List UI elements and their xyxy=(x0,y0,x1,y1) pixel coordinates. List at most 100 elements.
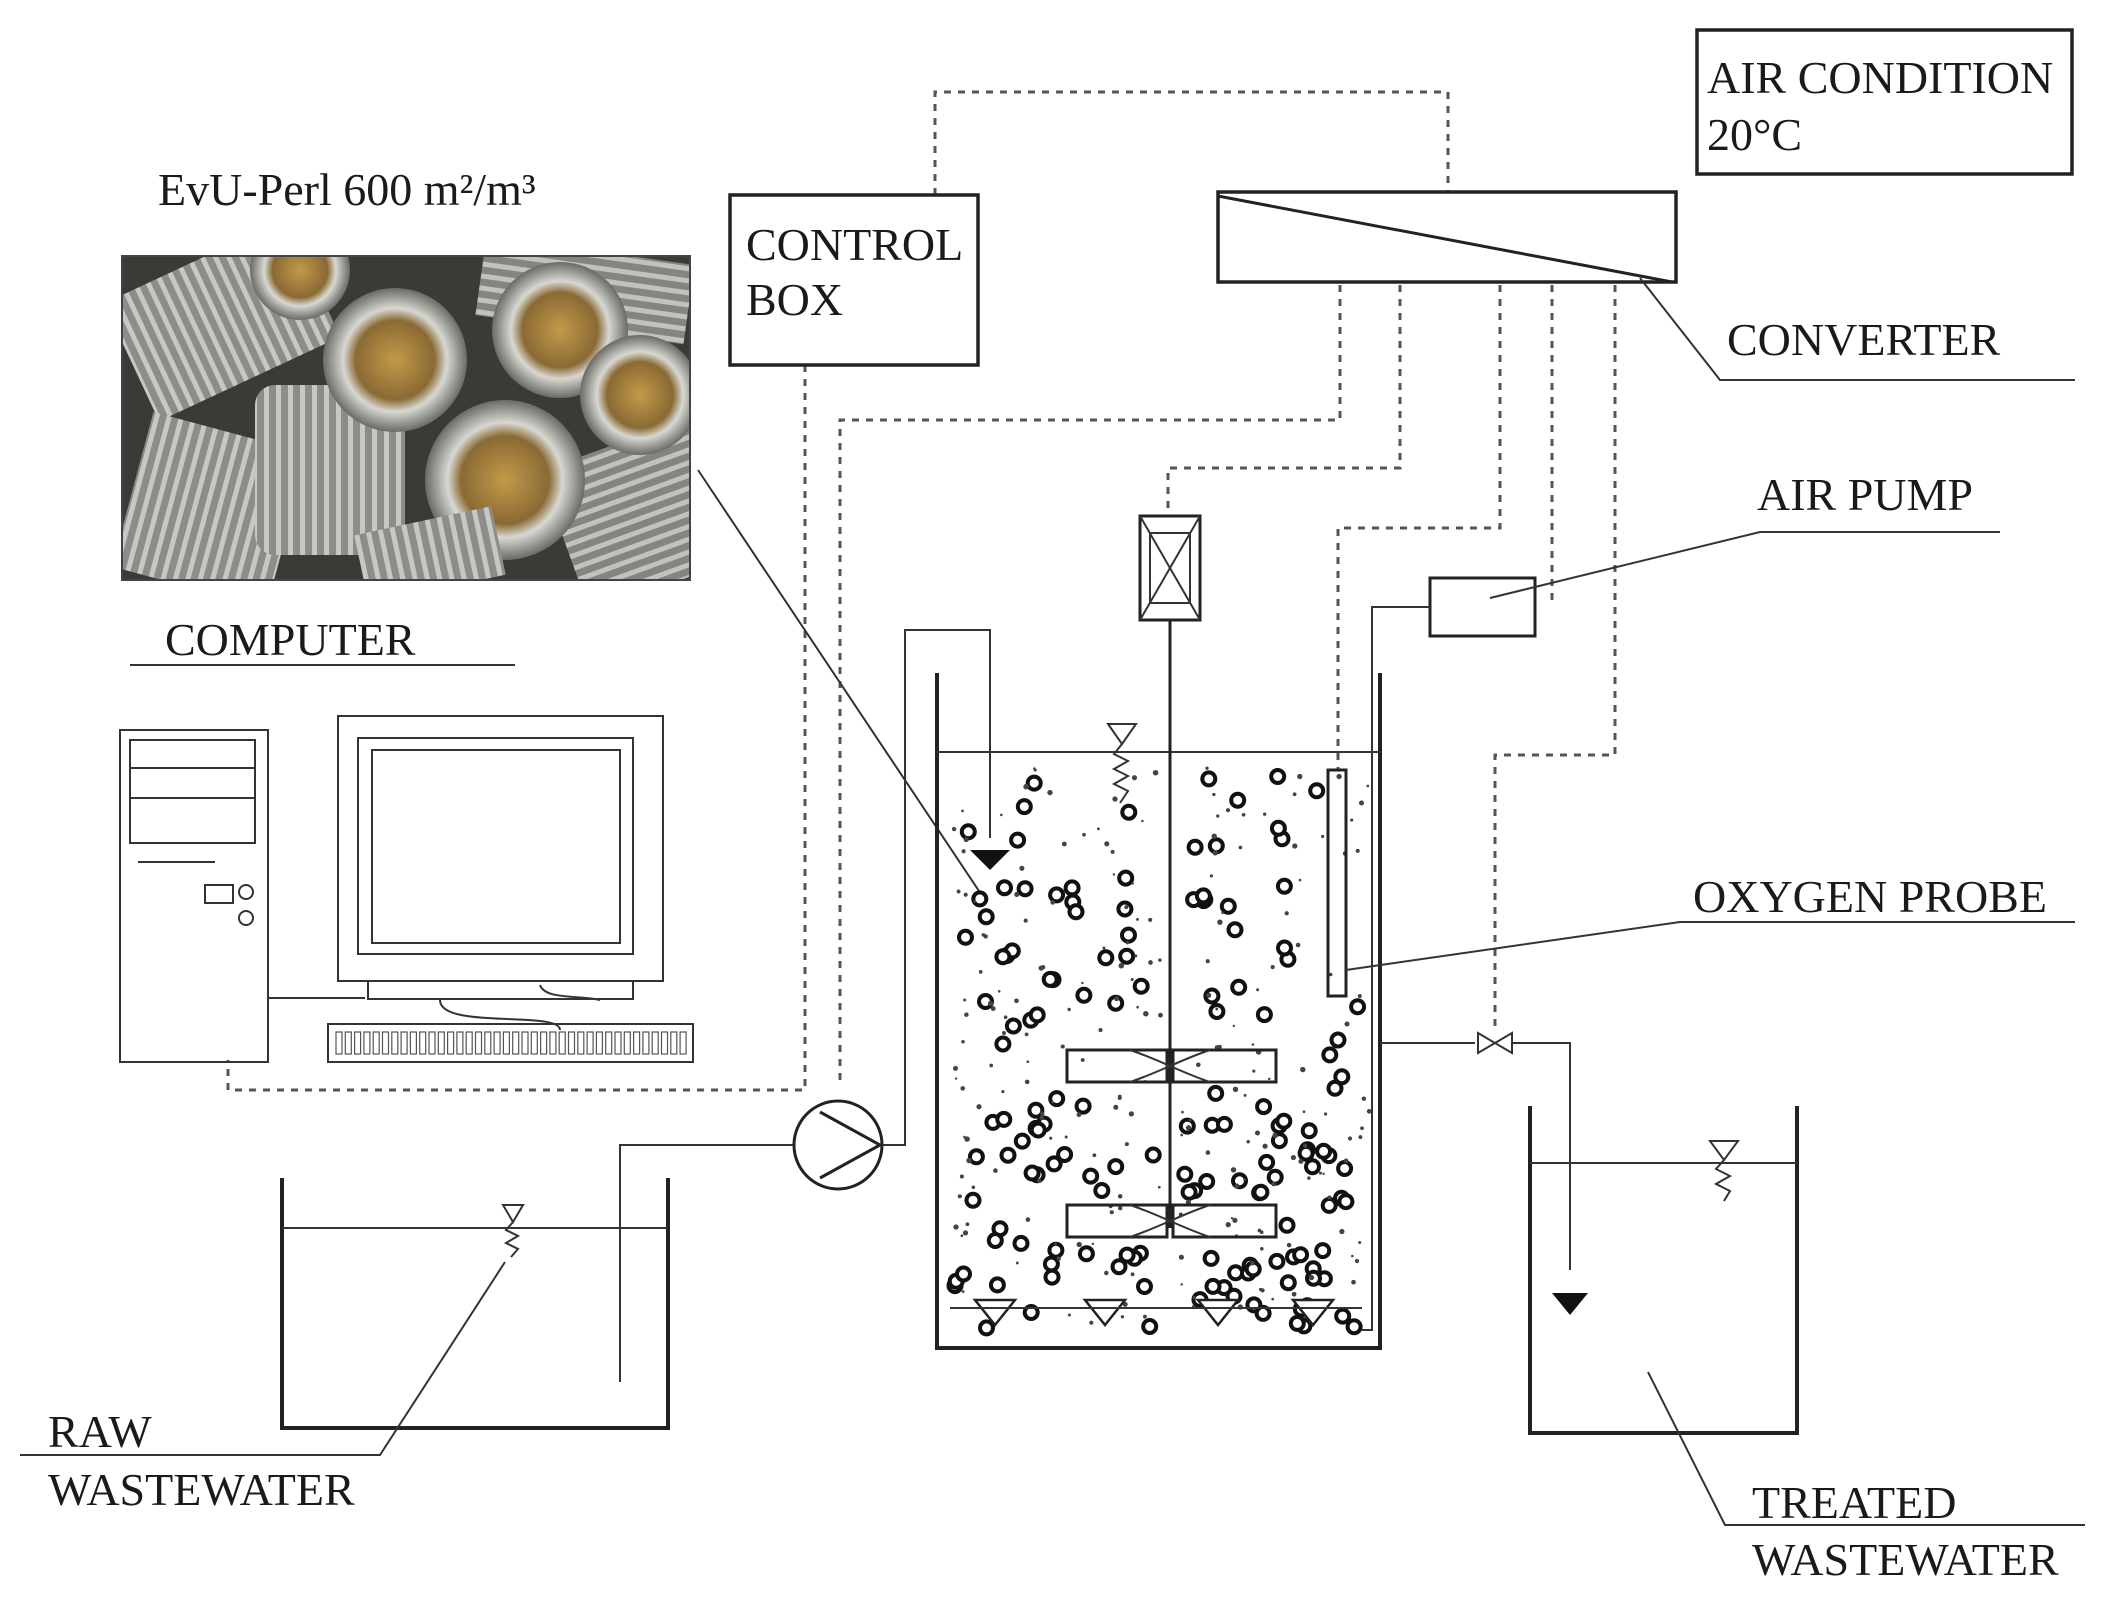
bubble-dot xyxy=(1216,814,1220,818)
valve-symbol xyxy=(1477,1031,1513,1055)
carrier-ring xyxy=(1012,1234,1030,1252)
bubble-dot xyxy=(1267,1077,1271,1081)
keyboard-key xyxy=(456,1031,464,1055)
bubble-dot xyxy=(1357,994,1362,998)
bubble-dot xyxy=(1351,1254,1354,1258)
bubble-dot xyxy=(1192,1295,1196,1300)
bubble-dot xyxy=(1308,1274,1315,1281)
carrier-ring xyxy=(1118,1246,1136,1264)
converter: CONVERTER xyxy=(1216,190,2075,381)
keyboard-key xyxy=(391,1031,399,1055)
bubble-dot xyxy=(1300,1066,1306,1073)
carrier-ring xyxy=(1176,1165,1194,1183)
keyboard-key xyxy=(484,1031,492,1055)
bubble-dot xyxy=(1091,1242,1095,1246)
bubble-dot xyxy=(1232,1217,1238,1223)
carrier-ring xyxy=(1028,1006,1046,1024)
bubble-dot xyxy=(961,1040,965,1044)
bubble-dot xyxy=(1303,1143,1308,1148)
keyboard-key xyxy=(577,1031,585,1055)
keyboard-key xyxy=(502,1031,510,1055)
carrier-ring xyxy=(1029,1121,1047,1139)
carrier-ring xyxy=(1275,877,1293,895)
bubble-dot xyxy=(1302,1110,1306,1114)
bubble-dot xyxy=(963,998,967,1002)
carrier-ring xyxy=(1275,1112,1293,1130)
bubble-dot xyxy=(1141,819,1144,823)
bubble-dot xyxy=(1026,1060,1030,1064)
oxygen-probe: OXYGEN PROBE xyxy=(1326,768,2075,998)
carrier-ring xyxy=(1292,1246,1310,1264)
bubble-dot xyxy=(1271,1181,1276,1187)
bubble-dot xyxy=(1347,1136,1353,1141)
signal-line-converter-valve xyxy=(1493,285,1617,1030)
bubble-dot xyxy=(1092,1153,1097,1158)
bubble-dot xyxy=(1143,1010,1149,1017)
bubble-dot xyxy=(961,849,966,854)
bubble-dot xyxy=(1205,1150,1211,1155)
control-box-label-line1: CONTROL xyxy=(746,219,963,270)
bubble-dot xyxy=(1271,1297,1275,1301)
air-condition-label-line2: 20°C xyxy=(1707,109,1802,160)
bubble-dot xyxy=(1125,941,1130,945)
computer-tower xyxy=(119,729,269,1063)
bubble-dot xyxy=(1328,972,1333,977)
bubble-dot xyxy=(1225,1221,1231,1228)
carrier-ring xyxy=(1255,1006,1273,1024)
keyboard-key xyxy=(567,1031,576,1055)
bubble-dot xyxy=(1050,900,1056,905)
carrier-ring xyxy=(1276,939,1293,957)
bubble-dot xyxy=(1234,1183,1240,1189)
carrier-ring xyxy=(1202,1249,1220,1267)
bubble-dot xyxy=(1134,954,1138,958)
keyboard-key xyxy=(437,1031,445,1055)
carrier-ring xyxy=(1186,838,1204,856)
keyboard-key xyxy=(670,1031,678,1055)
bubble-dot xyxy=(1297,773,1303,780)
bubble-dot xyxy=(1064,1135,1068,1139)
bubble-dot xyxy=(1318,1171,1323,1175)
carrier-ring xyxy=(1045,1155,1063,1173)
carrier-ring xyxy=(1097,949,1115,967)
bubble-dot xyxy=(1323,1112,1328,1116)
bubble-dot xyxy=(1291,1291,1297,1297)
bubble-dot xyxy=(1336,773,1342,780)
bubble-dot xyxy=(1000,813,1003,817)
air-bubbles xyxy=(951,766,1372,1325)
bubble-dot xyxy=(1130,1272,1135,1277)
carrier-ring xyxy=(1254,1304,1272,1322)
carrier-ring xyxy=(1268,1252,1286,1270)
bubble-dot xyxy=(1130,977,1134,982)
bubble-dot xyxy=(971,1185,976,1190)
carrier-ring xyxy=(1042,1255,1060,1273)
carrier-ring xyxy=(1120,926,1137,944)
bubble-dot xyxy=(1272,1132,1278,1139)
bubble-dot xyxy=(1019,865,1025,871)
bubble-dot xyxy=(1025,1217,1031,1222)
carrier-ring xyxy=(999,1146,1017,1164)
bubble-dot xyxy=(1003,1015,1008,1019)
bubble-dot xyxy=(1350,818,1354,822)
bubble-dot xyxy=(966,1157,972,1164)
bubble-dot xyxy=(1252,1069,1256,1073)
bubble-dot xyxy=(963,1135,966,1139)
bubble-dot xyxy=(965,1222,970,1227)
bubble-dot xyxy=(1209,874,1213,878)
air-condition-box: AIR CONDITION 20°C xyxy=(1695,28,2074,176)
bubble-dot xyxy=(1230,1217,1234,1220)
air-pump-leader xyxy=(1489,531,2000,599)
keyboard-key xyxy=(493,1031,501,1055)
bubble-dot xyxy=(1180,1133,1184,1137)
carrier-ring xyxy=(967,1148,985,1166)
carrier-ring xyxy=(1067,903,1085,921)
bubble-dot xyxy=(1076,1241,1082,1248)
carrier-ring xyxy=(1269,819,1287,837)
bubble-dot xyxy=(1120,1315,1125,1319)
carrier-ring xyxy=(1116,900,1134,918)
bubble-dot xyxy=(1366,784,1370,788)
bubble-dot xyxy=(1178,1254,1184,1260)
carrier-ring xyxy=(1279,1274,1297,1292)
bubble-dot xyxy=(1033,768,1037,772)
carrier-ring xyxy=(1269,768,1287,785)
carrier-ring xyxy=(1297,1144,1315,1162)
